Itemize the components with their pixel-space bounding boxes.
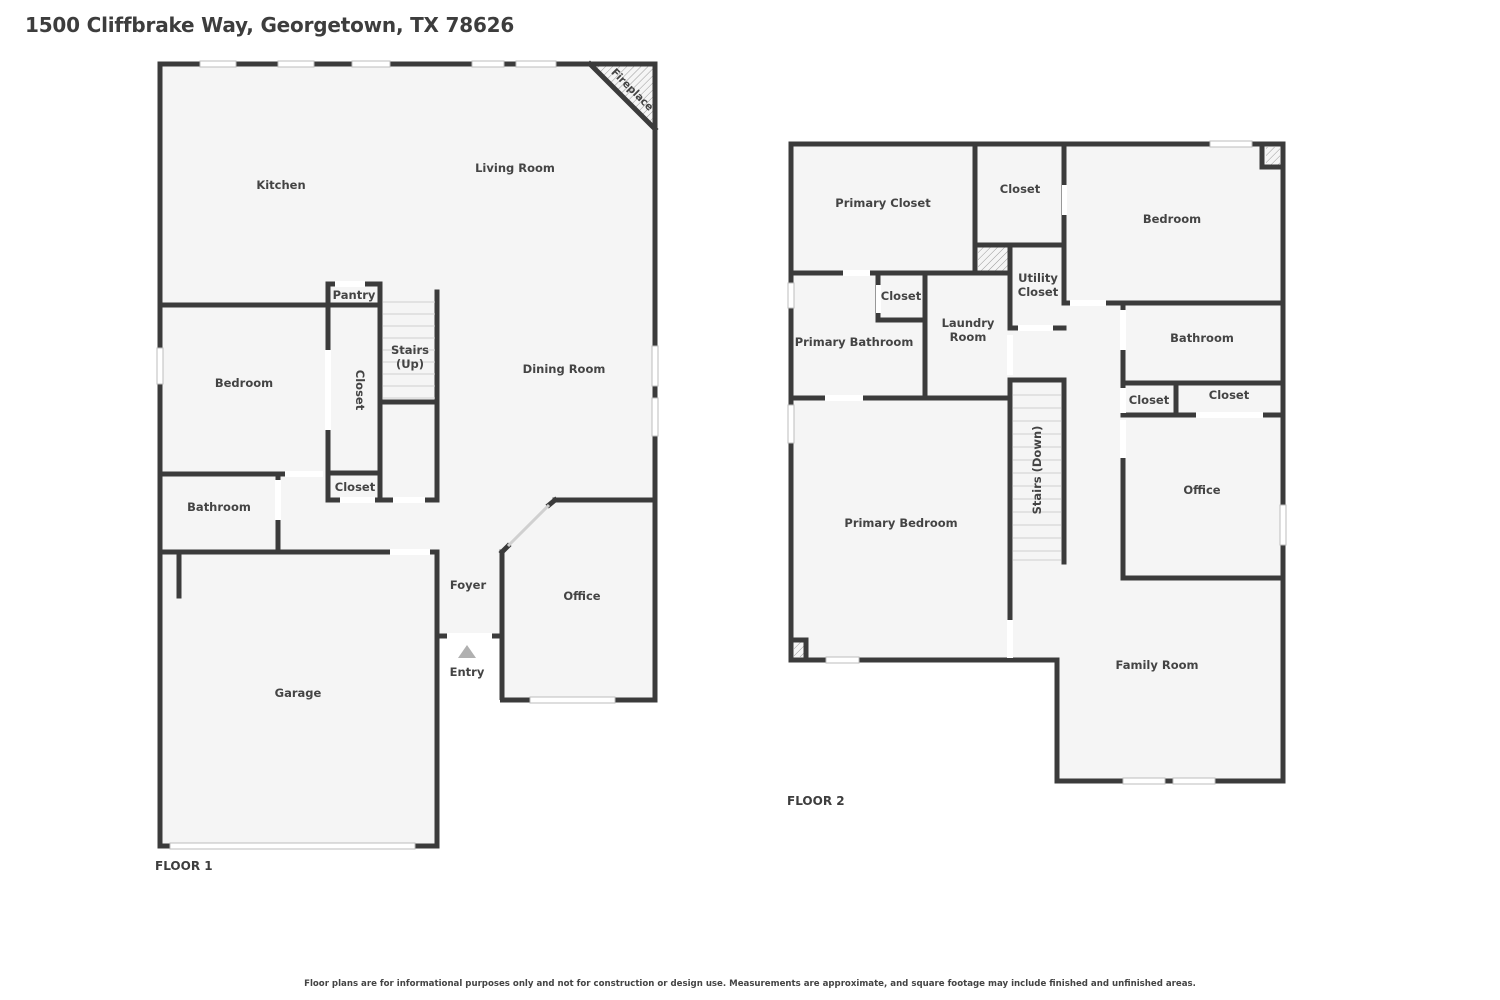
chase-hatch — [978, 247, 1008, 272]
room-closet-top: Closet — [999, 182, 1041, 196]
room-stairs-up: Stairs (Up) — [391, 343, 429, 371]
room-bathroom-2: Bathroom — [1170, 331, 1234, 345]
room-closet-small: Closet — [334, 480, 376, 494]
room-primary-closet: Primary Closet — [835, 196, 931, 210]
room-bedroom: Bedroom — [214, 376, 274, 390]
room-closet-left: Closet — [1128, 393, 1170, 407]
room-dining-room: Dining Room — [522, 362, 606, 376]
room-office-2: Office — [1183, 483, 1221, 497]
room-kitchen: Kitchen — [256, 178, 306, 192]
page-title: 1500 Cliffbrake Way, Georgetown, TX 7862… — [25, 13, 515, 37]
room-primary-bathroom: Primary Bathroom — [794, 335, 914, 349]
entry-arrow-icon — [458, 645, 476, 658]
disclaimer-footer: Floor plans are for informational purpos… — [304, 979, 1196, 989]
room-family-room: Family Room — [1115, 658, 1199, 672]
room-primary-bedroom: Primary Bedroom — [844, 516, 958, 530]
room-closet-bath: Closet — [880, 289, 922, 303]
room-bedroom-2: Bedroom — [1142, 212, 1202, 226]
floor-1-label: FLOOR 1 — [155, 859, 213, 873]
floor-1-plan — [156, 60, 659, 850]
room-closet-vertical: Closet — [353, 369, 367, 411]
room-foyer: Foyer — [449, 578, 487, 592]
room-utility-closet: Utility Closet — [1017, 271, 1059, 299]
room-garage: Garage — [274, 686, 322, 700]
room-office: Office — [563, 589, 601, 603]
room-living-room: Living Room — [475, 161, 555, 175]
floor-2-plan — [787, 140, 1287, 785]
room-closet-right: Closet — [1208, 388, 1250, 402]
room-entry: Entry — [449, 665, 485, 679]
room-laundry-room: Laundry Room — [941, 316, 995, 344]
floor-2-label: FLOOR 2 — [787, 794, 845, 808]
room-bathroom: Bathroom — [187, 500, 251, 514]
room-stairs-down: Stairs (Down) — [1030, 425, 1044, 515]
room-pantry: Pantry — [332, 288, 376, 302]
